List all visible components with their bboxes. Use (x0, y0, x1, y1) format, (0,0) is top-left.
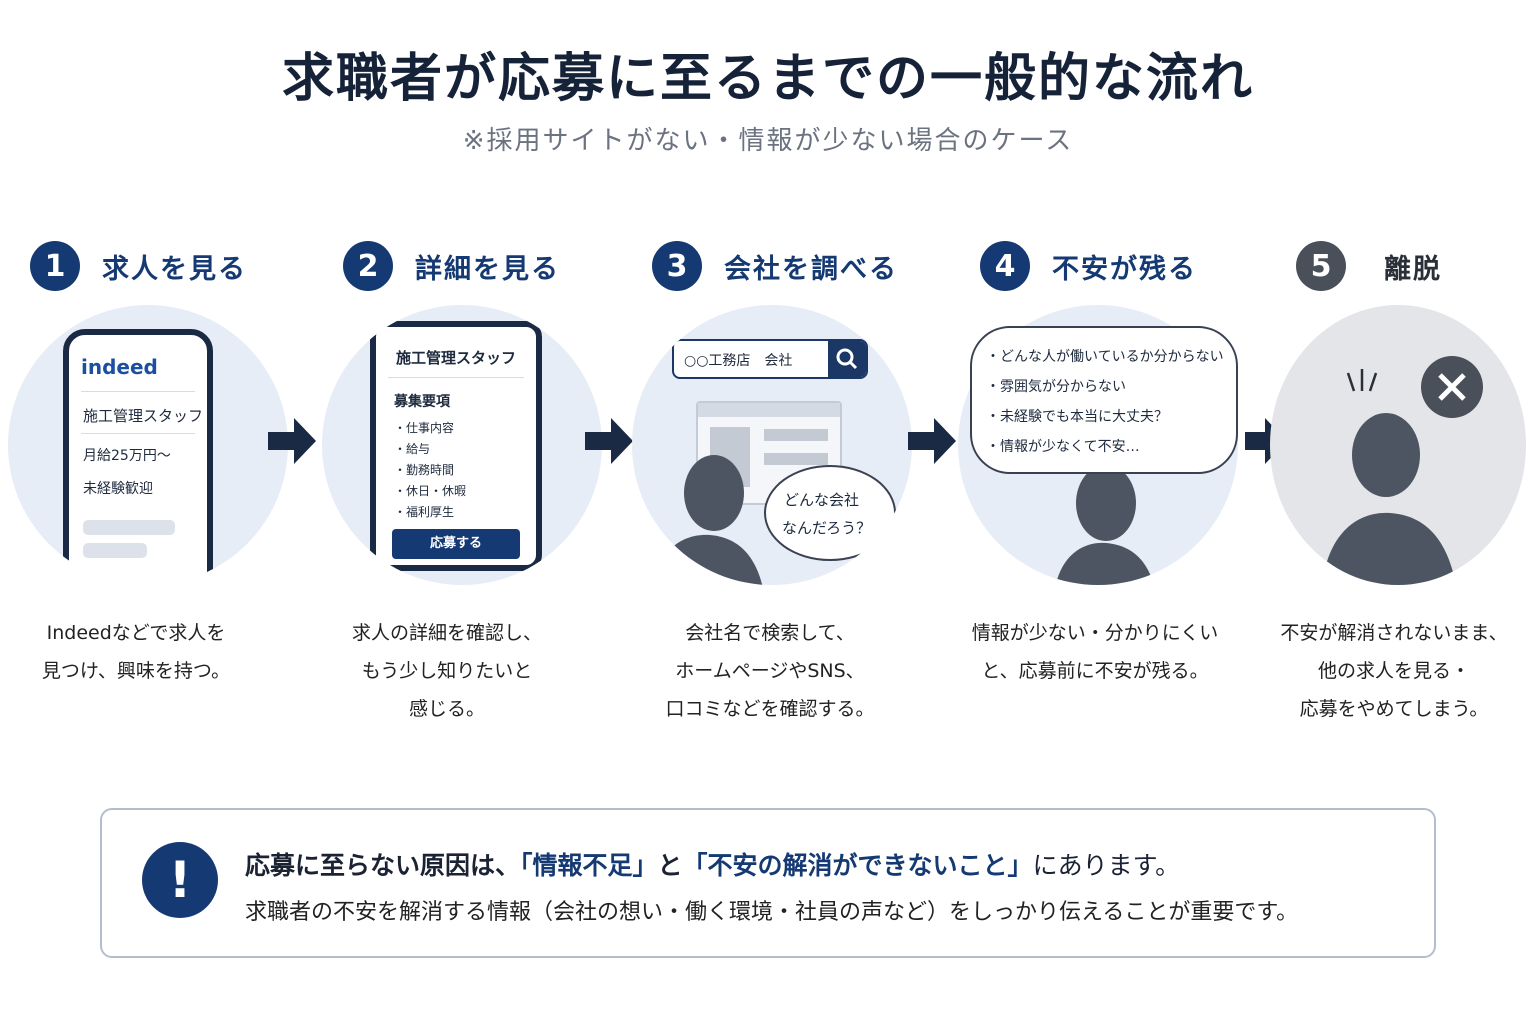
requirement-item: ・給与 (394, 442, 431, 456)
description-line: 応募をやめてしまう。 (1299, 698, 1489, 720)
search-icon (828, 341, 866, 377)
worry-item: ・未経験でも本当に大丈夫？ (986, 409, 1168, 425)
step-5-label: 離脱 (1384, 253, 1442, 285)
job-title: 施工管理スタッフ (396, 349, 517, 367)
step-2-label: 詳細を見る (415, 253, 560, 285)
summary-detail: 求職者の不安を解消する情報（会社の想い・働く環境・社員の声など）をしっかり伝える… (245, 900, 1299, 925)
description-line: もう少し知りたいと (361, 660, 533, 682)
highlight-info-shortage: 「情報不足」 (520, 851, 658, 880)
close-icon (1421, 356, 1483, 418)
highlight-anxiety: 「不安の解消ができないこと」 (682, 851, 1033, 880)
page-title: 求職者が応募に至るまでの一般的な流れ (281, 49, 1254, 109)
apply-button: 応募する (392, 529, 520, 559)
step-3-label: 会社を調べる (724, 253, 898, 285)
worry-item: ・どんな人が働いているか分からない (986, 349, 1224, 365)
person-thinking-icon (653, 455, 763, 585)
person-worried-icon (1055, 465, 1154, 585)
description-line: 口コミなどを確認する。 (665, 698, 875, 720)
page-subtitle: ※採用サイトがない・情報が少ない場合のケース (462, 126, 1074, 156)
description-line: Indeedなどで求人を (46, 622, 226, 644)
step-4-number: 4 (980, 241, 1030, 291)
search-query: ○○工務店 会社 (684, 353, 793, 369)
requirement-item: ・休日・休暇 (394, 484, 467, 498)
step-4-label: 不安が残る (1052, 253, 1197, 285)
job-title: 施工管理スタッフ (83, 407, 204, 425)
search-box: ○○工務店 会社 (672, 339, 868, 379)
step-5-number: 5 (1296, 241, 1346, 291)
step-4-description: 情報が少ない・分かりにくい と、応募前に不安が残る。 (945, 614, 1245, 690)
summary-tail: にあります。 (1032, 851, 1181, 880)
step-1-number: 1 (30, 241, 80, 291)
thought-text: なんだろう？ (782, 519, 872, 537)
description-line: 会社名で検索して、 (685, 622, 855, 644)
step-4-header: 4 不安が残る (980, 240, 1197, 292)
step-3-number: 3 (652, 241, 702, 291)
step-2-illustration: 施工管理スタッフ 募集要項 ・仕事内容 ・給与 ・勤務時間 ・休日・休暇 ・福利… (322, 305, 602, 585)
step-1-description: Indeedなどで求人を 見つけ、興味を持つ。 (0, 614, 286, 690)
summary-lead: 応募に至らない原因は、 (245, 851, 521, 880)
step-5-description: 不安が解消されないまま、 他の求人を見る・ 応募をやめてしまう。 (1244, 614, 1536, 728)
step-2-number: 2 (343, 241, 393, 291)
smartphone-2: 施工管理スタッフ 募集要項 ・仕事内容 ・給与 ・勤務時間 ・休日・休暇 ・福利… (370, 321, 542, 571)
worry-item: ・雰囲気が分からない (986, 379, 1126, 395)
arrow-right-icon (585, 416, 635, 470)
description-line: 感じる。 (408, 698, 485, 720)
step-3-illustration: ○○工務店 会社 どんな会社 なんだろう？ (632, 305, 912, 585)
stress-lines-icon (1346, 369, 1378, 392)
requirement-item: ・勤務時間 (394, 463, 455, 477)
exclamation-icon: ! (142, 842, 218, 918)
experience-note: 未経験歓迎 (83, 481, 153, 497)
step-5-header: 5 離脱 (1296, 240, 1442, 292)
summary-box: ! 応募に至らない原因は、「情報不足」と「不安の解消ができないこと」にあります。… (100, 808, 1436, 958)
step-1-header: 1 求人を見る (30, 240, 247, 292)
description-line: 情報が少ない・分かりにくい (971, 622, 1219, 644)
arrow-right-icon (268, 416, 318, 470)
step-2-header: 2 詳細を見る (343, 240, 560, 292)
description-line: ホームページやSNS、 (675, 660, 865, 682)
description-line: 他の求人を見る・ (1317, 660, 1470, 682)
step-1-label: 求人を見る (102, 253, 247, 285)
description-line: 見つけ、興味を持つ。 (41, 660, 231, 682)
arrow-right-icon (908, 416, 958, 470)
requirement-item: ・福利厚生 (394, 505, 455, 519)
thought-text: どんな会社 (784, 491, 860, 509)
person-dejected-icon (1322, 413, 1456, 585)
requirements-heading: 募集要項 (394, 394, 450, 410)
description-line: 求人の詳細を確認し、 (351, 622, 542, 644)
description-line: と、応募前に不安が残る。 (981, 660, 1209, 682)
smartphone-1: indeed 施工管理スタッフ 月給25万円〜 未経験歓迎 (63, 329, 213, 585)
indeed-logo: indeed (81, 355, 158, 379)
description-line: 不安が解消されないまま、 (1280, 622, 1508, 644)
step-1-illustration: indeed 施工管理スタッフ 月給25万円〜 未経験歓迎 (8, 305, 288, 585)
step-3-header: 3 会社を調べる (652, 240, 898, 292)
summary-headline: 応募に至らない原因は、「情報不足」と「不安の解消ができないこと」にあります。 (245, 846, 1180, 882)
summary-connector: と (657, 851, 683, 880)
step-5-illustration (1270, 305, 1526, 585)
step-2-description: 求人の詳細を確認し、 もう少し知りたいと 感じる。 (297, 614, 597, 728)
worry-bubble: ・どんな人が働いているか分からない ・雰囲気が分からない ・未経験でも本当に大丈… (970, 326, 1238, 474)
salary-text: 月給25万円〜 (83, 448, 171, 464)
arrow-right-icon (1245, 416, 1289, 470)
requirement-item: ・仕事内容 (394, 421, 455, 435)
thought-bubble: どんな会社 なんだろう？ (764, 465, 896, 561)
worry-item: ・情報が少なくて不安… (986, 439, 1140, 455)
step-3-description: 会社名で検索して、 ホームページやSNS、 口コミなどを確認する。 (620, 614, 920, 728)
